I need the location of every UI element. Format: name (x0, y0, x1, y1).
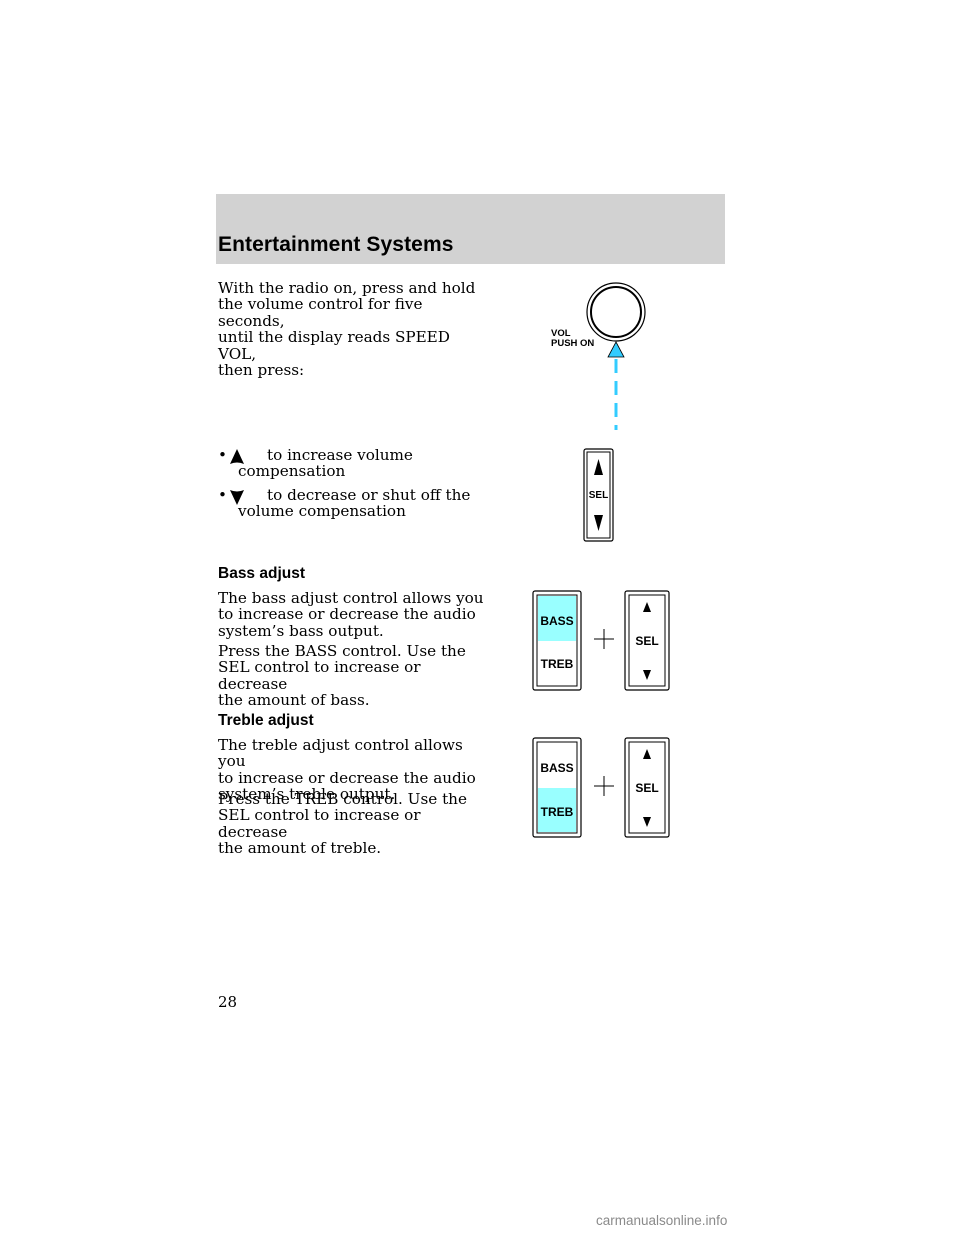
sel-label: SEL (635, 781, 658, 795)
bullet-increase: • to increase volume compensation (218, 447, 478, 480)
treb-label: TREB (541, 805, 574, 819)
pointer-arrowhead (607, 341, 625, 358)
bullet-decrease: • to decrease or shut off the volume com… (218, 487, 478, 520)
text-line: Press the BASS control. Use the (218, 642, 466, 660)
page-title: Entertainment Systems (218, 233, 454, 256)
sel-down-arrow-icon (643, 817, 651, 827)
bass-treb-controls-figure: BASS TREB SEL (532, 590, 670, 691)
knob-inner-ring (590, 286, 642, 338)
sel-label: SEL (589, 490, 608, 501)
text-line: the volume control for five seconds, (218, 295, 423, 330)
knob-outer-ring (586, 282, 646, 342)
page-number: 28 (218, 993, 238, 1011)
down-arrow-icon (230, 490, 244, 505)
text-line: SEL control to increase or decrease (218, 806, 421, 841)
knob-label-line2: PUSH ON (551, 338, 594, 349)
sel-rocker-figure: SEL (583, 448, 614, 542)
bullet-dot: • (218, 446, 227, 464)
bullet-text-line: to decrease or shut off the (267, 486, 471, 504)
treble-paragraph-2: Press the TREB control. Use the SEL cont… (218, 791, 488, 857)
sel-up-arrow-icon (594, 459, 603, 475)
text-line: The bass adjust control allows you (218, 589, 484, 607)
bullet-text-line: to increase volume (267, 446, 413, 464)
up-arrow-icon (230, 449, 244, 464)
knob-label-line1: VOL (551, 328, 571, 339)
sel-up-arrow-icon (643, 602, 651, 612)
treb-label: TREB (541, 657, 574, 671)
bullet-text-line: volume compensation (238, 502, 406, 521)
text-line: The treble adjust control allows you (218, 736, 463, 771)
bass-highlight (538, 596, 576, 641)
text-line: With the radio on, press and hold (218, 279, 476, 297)
bullet-text-line: compensation (238, 462, 346, 481)
header-band (216, 194, 725, 264)
treble-paragraph-1: The treble adjust control allows you to … (218, 737, 488, 803)
text-line: Press the TREB control. Use the (218, 790, 467, 808)
bass-paragraph-1: The bass adjust control allows you to in… (218, 589, 488, 640)
bass-treb-controls-figure: BASS TREB SEL (532, 737, 670, 838)
bass-paragraph-2: Press the BASS control. Use the SEL cont… (218, 643, 488, 709)
text-line: the amount of treble. (218, 839, 382, 858)
bullet-dot: • (218, 486, 227, 504)
text-line: system’s treble output. (218, 785, 396, 804)
text-line: until the display reads SPEED VOL, (218, 328, 450, 363)
text-line: to increase or decrease the audio (218, 768, 476, 787)
sel-inner (586, 451, 611, 539)
text-line: system’s bass output. (218, 621, 384, 640)
speed-vol-paragraph: With the radio on, press and hold the vo… (218, 279, 488, 380)
sel-down-arrow-icon (643, 670, 651, 680)
text-line: the amount of bass. (218, 691, 370, 710)
text-line: to increase or decrease the audio (218, 605, 476, 624)
bass-label: BASS (540, 614, 573, 628)
text-line: then press: (218, 361, 305, 380)
sel-label: SEL (635, 634, 658, 648)
bass-label: BASS (540, 761, 573, 775)
sel-down-arrow-icon (594, 515, 603, 531)
sel-up-arrow-icon (643, 749, 651, 759)
treb-highlight (538, 788, 576, 832)
volume-knob-figure: VOL PUSH ON (551, 282, 646, 430)
bass-heading: Bass adjust (218, 565, 306, 582)
watermark: carmanualsonline.info (596, 1213, 728, 1228)
treble-heading: Treble adjust (218, 712, 314, 729)
text-line: SEL control to increase or decrease (218, 658, 421, 693)
